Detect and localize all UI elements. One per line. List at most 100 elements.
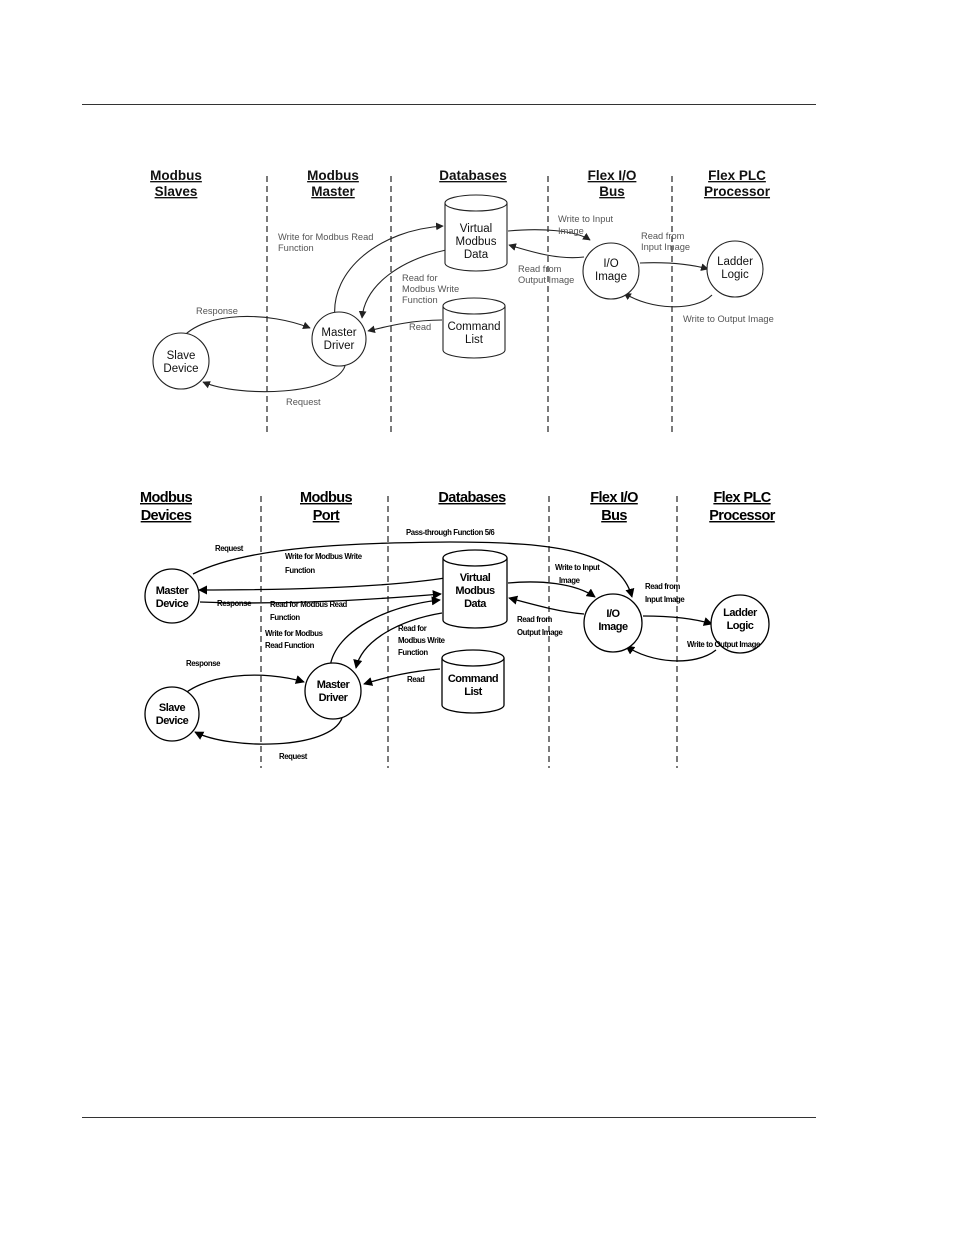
request-arrow — [202, 365, 346, 393]
label-write-to-input-image-2: Image — [558, 226, 584, 236]
svg-text:Virtual: Virtual — [460, 572, 491, 584]
slave-device-node: Slave Device — [144, 686, 200, 742]
read-from-output-image-arrow — [508, 243, 585, 259]
svg-text:Master: Master — [321, 327, 356, 339]
header-modbus-devices-2: Devices — [141, 508, 192, 524]
pass-through-arrow — [192, 541, 635, 598]
label-request-slave: Request — [279, 752, 308, 761]
svg-text:Data: Data — [464, 598, 487, 610]
label-read-for-modbus-write-1: Read for — [398, 624, 427, 633]
svg-text:Device: Device — [156, 598, 189, 610]
write-to-output-image-arrow — [623, 292, 713, 308]
svg-text:Device: Device — [163, 363, 198, 375]
io-image-node: I/O Image — [583, 593, 643, 653]
header-flex-io-2: Bus — [601, 508, 627, 524]
read-from-input-image-arrow — [639, 262, 709, 271]
read-for-modbus-write-arrow — [358, 249, 447, 319]
label-read-for-modbus-read-1: Read for Modbus Read — [270, 600, 348, 609]
svg-text:Logic: Logic — [721, 269, 749, 281]
svg-text:Master: Master — [317, 679, 351, 691]
ladder-logic-node: Ladder Logic — [710, 594, 770, 654]
svg-text:Driver: Driver — [319, 692, 349, 704]
svg-text:Logic: Logic — [727, 620, 754, 632]
read-from-output-image-arrow — [508, 595, 585, 615]
label-pass-through: Pass-through Function 5/6 — [406, 528, 495, 537]
label-read-from-output-image-1: Read from — [517, 615, 552, 624]
master-device-node: Master Device — [144, 568, 200, 624]
svg-text:Command: Command — [447, 321, 500, 333]
svg-text:Image: Image — [598, 621, 628, 633]
virtual-modbus-data-cylinder: Virtual Modbus Data — [444, 194, 508, 272]
header-flex-io-1: Flex I/O — [590, 490, 638, 506]
slave-device-node: Slave Device — [152, 332, 210, 390]
label-read-from-output-image-2: Output Image — [518, 275, 574, 285]
command-list-cylinder: Command List — [442, 297, 506, 359]
write-to-output-image-arrow — [625, 645, 717, 662]
svg-text:Image: Image — [595, 271, 627, 283]
svg-text:Modbus: Modbus — [455, 585, 495, 597]
bottom-diagram: Modbus Devices Modbus Port Databases Fle… — [140, 490, 776, 768]
svg-text:List: List — [465, 334, 484, 346]
read-arrow — [363, 668, 441, 686]
svg-text:Ladder: Ladder — [723, 607, 758, 619]
response-slave-arrow — [175, 674, 305, 703]
svg-text:Modbus: Modbus — [456, 236, 497, 248]
svg-text:Driver: Driver — [324, 340, 355, 352]
label-read-from-output-image-2: Output Image — [517, 628, 564, 637]
label-response-master: Response — [217, 599, 252, 608]
header-databases: Databases — [439, 168, 507, 183]
label-request-top: Request — [215, 544, 244, 553]
master-driver-node: Master Driver — [304, 662, 362, 720]
label-write-for-modbus-write-1: Write for Modbus Write — [285, 552, 363, 561]
header-flex-plc-2: Processor — [709, 508, 775, 524]
label-read-from-input-image-1: Read from — [645, 582, 680, 591]
read-for-modbus-read-arrow — [199, 590, 442, 604]
header-modbus-master-1: Modbus — [307, 168, 359, 183]
virtual-modbus-data-cylinder: Virtual Modbus Data — [442, 549, 508, 629]
label-read-from-input-image-2: Input Image — [641, 242, 690, 252]
write-for-modbus-read-arrow — [329, 596, 441, 668]
label-write-to-input-image-1: Write to Input — [558, 214, 614, 224]
header-modbus-devices-1: Modbus — [140, 490, 193, 506]
header-flex-io-1: Flex I/O — [588, 168, 637, 183]
read-from-input-image-arrow — [642, 615, 713, 626]
label-read-from-input-image-1: Read from — [641, 231, 685, 241]
label-read-for-modbus-write-2: Modbus Write — [398, 636, 446, 645]
label-response-slave: Response — [186, 659, 221, 668]
ladder-logic-node: Ladder Logic — [706, 240, 764, 298]
response-arrow — [180, 315, 311, 340]
label-read-from-input-image-2: Input Image — [645, 595, 685, 604]
header-modbus-slaves-2: Slaves — [155, 184, 198, 199]
header-modbus-slaves-1: Modbus — [150, 168, 202, 183]
svg-text:List: List — [464, 686, 482, 698]
label-write-for-modbus-read-1: Write for Modbus — [265, 629, 324, 638]
svg-text:Data: Data — [464, 249, 489, 261]
write-for-modbus-write-arrow — [198, 577, 446, 595]
label-write-for-modbus-read-2: Function — [278, 243, 314, 253]
svg-text:I/O: I/O — [603, 258, 618, 270]
label-read-for-modbus-read-2: Function — [270, 613, 300, 622]
master-driver-node: Master Driver — [311, 311, 367, 367]
header-flex-plc-2: Processor — [704, 184, 771, 199]
write-to-input-image-arrow — [507, 581, 596, 598]
label-write-for-modbus-write-2: Function — [285, 566, 315, 575]
svg-text:Slave: Slave — [167, 350, 196, 362]
header-flex-io-2: Bus — [599, 184, 625, 199]
bottom-rule — [82, 1117, 816, 1118]
svg-text:Command: Command — [448, 673, 498, 685]
svg-text:I/O: I/O — [606, 608, 620, 620]
read-arrow — [367, 319, 443, 334]
svg-text:Virtual: Virtual — [460, 223, 492, 235]
header-modbus-port-1: Modbus — [300, 490, 353, 506]
header-flex-plc-1: Flex PLC — [713, 490, 771, 506]
header-modbus-master-2: Master — [311, 184, 355, 199]
label-read-for-modbus-write-1: Read for — [402, 273, 438, 283]
header-modbus-port-2: Port — [313, 508, 340, 524]
command-list-cylinder: Command List — [441, 649, 505, 714]
write-for-modbus-read-arrow — [334, 222, 444, 319]
write-to-input-image-arrow — [507, 229, 591, 241]
request-slave-arrow — [194, 717, 343, 745]
label-read-for-modbus-write-3: Function — [398, 648, 428, 657]
io-image-node: I/O Image — [582, 242, 640, 300]
